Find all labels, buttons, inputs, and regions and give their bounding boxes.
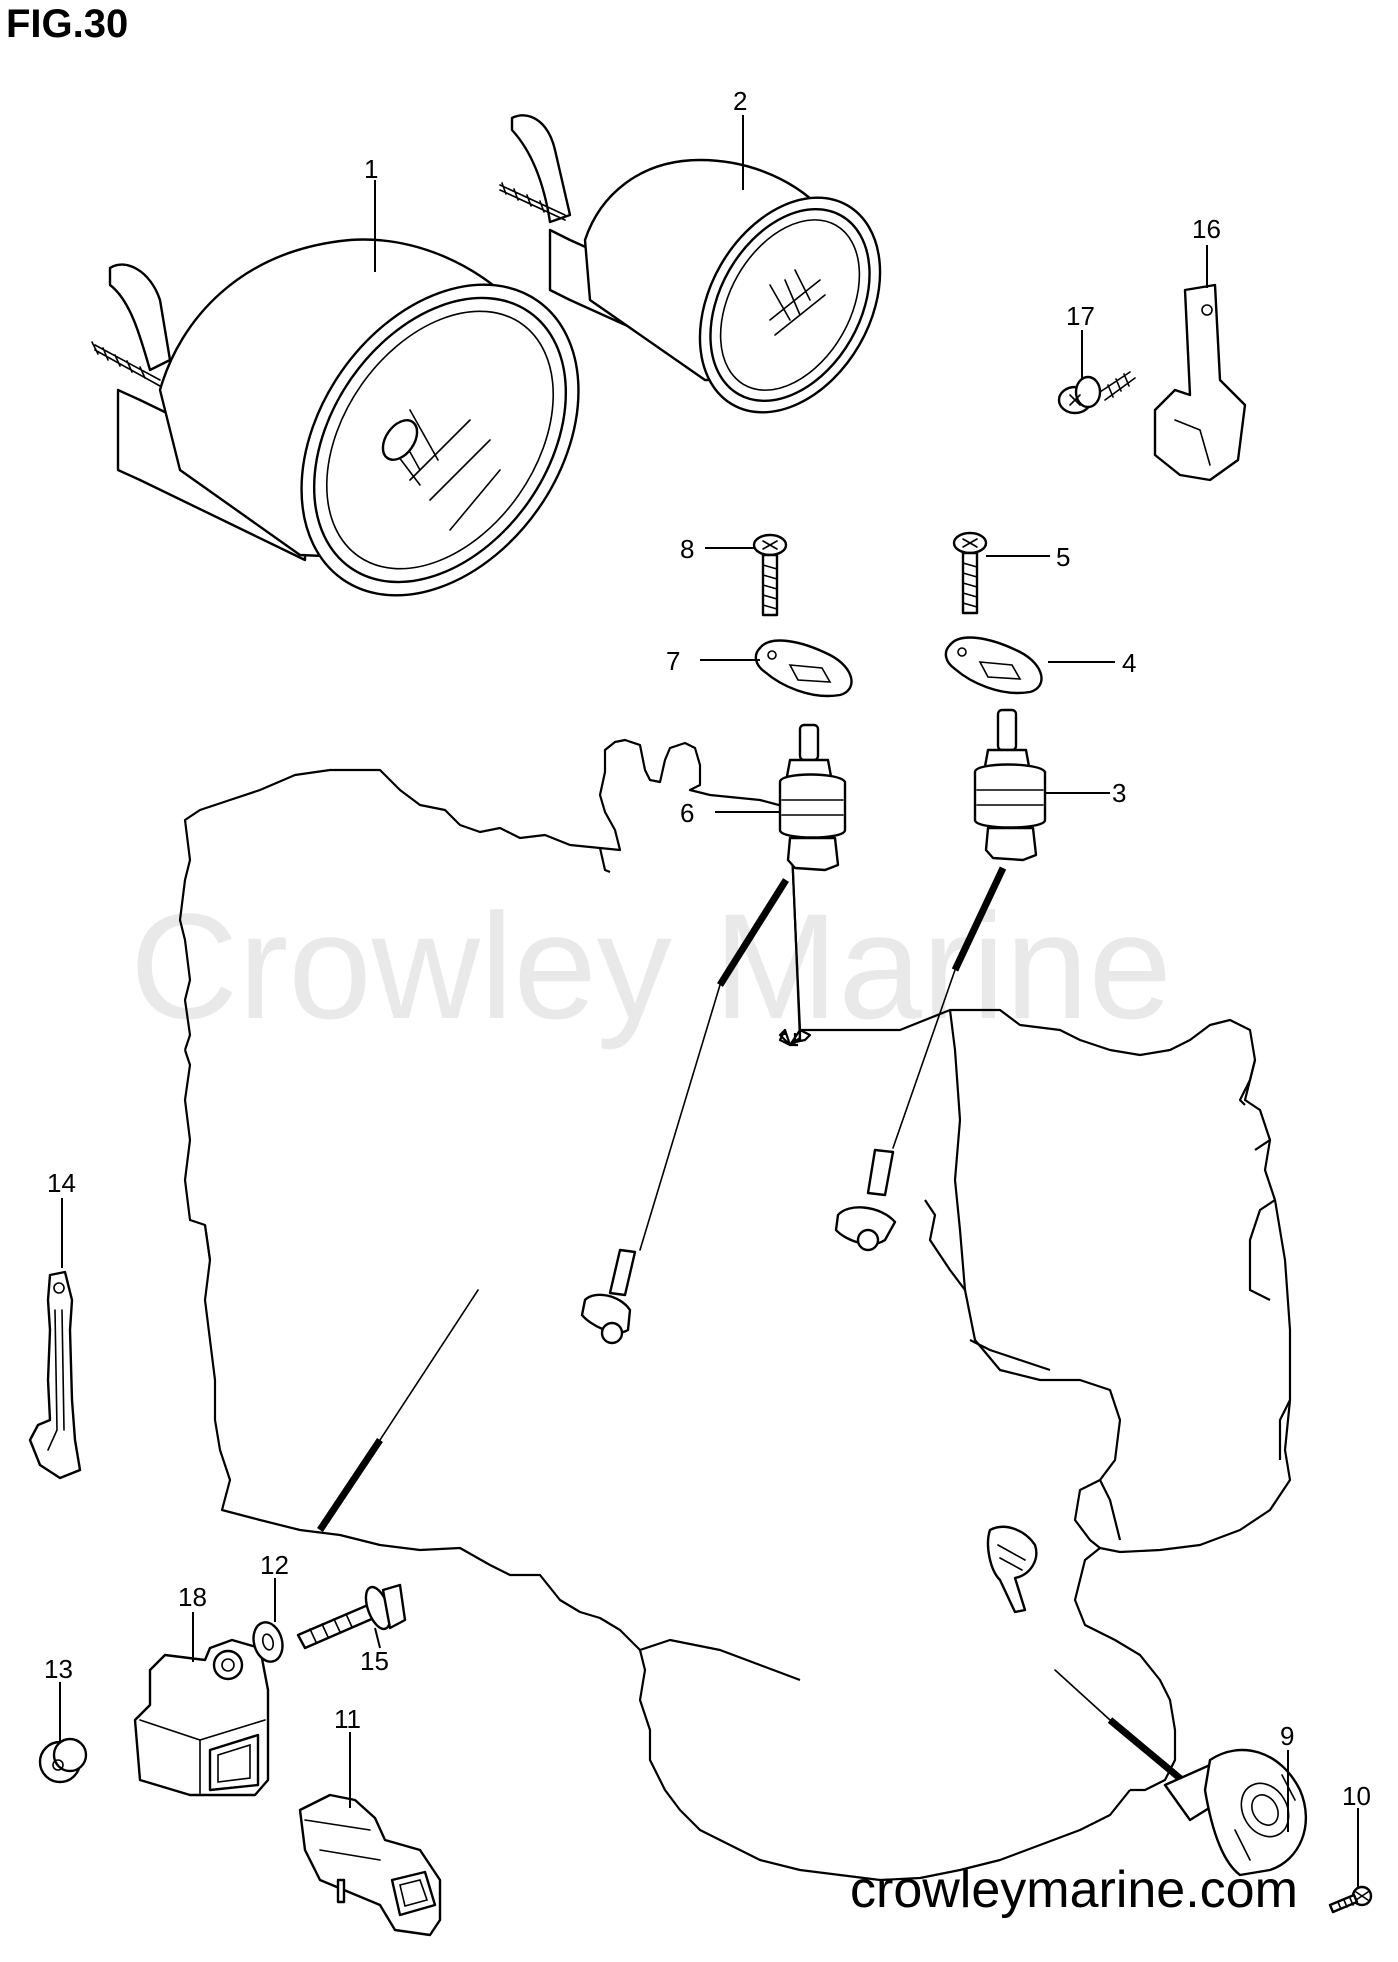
callout-15: 15	[360, 1646, 389, 1676]
callout-leaders	[59, 115, 1359, 1888]
callout-4: 4	[1122, 648, 1136, 678]
screw-part-8	[752, 533, 788, 617]
leader-lines	[317, 866, 1215, 1808]
engine-block-outline	[178, 738, 1292, 1882]
callout-13: 13	[44, 1654, 73, 1684]
callout-7: 7	[666, 646, 680, 676]
clip-part-16	[1153, 283, 1247, 482]
callout-6: 6	[680, 798, 694, 828]
callout-5: 5	[1056, 542, 1070, 572]
mounted-sensor-right	[834, 1148, 897, 1252]
callout-17: 17	[1066, 301, 1095, 331]
figure-title: FIG.30	[6, 2, 129, 46]
strap-part-14	[28, 1270, 82, 1480]
callout-9: 9	[1280, 1721, 1294, 1751]
watermark-text: Crowley Marine	[130, 882, 1172, 1050]
bracket-part-18	[133, 1638, 270, 1797]
plate-part-7	[754, 639, 853, 698]
callout-2: 2	[733, 86, 747, 116]
callout-14: 14	[47, 1168, 76, 1198]
callout-11: 11	[334, 1704, 361, 1734]
callout-10: 10	[1342, 1781, 1371, 1811]
gauge-large-part-1	[91, 238, 580, 597]
sensor-part-3	[973, 708, 1047, 862]
washer-part-12	[252, 1621, 284, 1663]
grommet-part-13	[38, 1737, 88, 1784]
sensor-part-11	[298, 1793, 442, 1937]
callout-12: 12	[260, 1550, 289, 1580]
connector-part-9	[1163, 1748, 1308, 1877]
bolt-part-15	[296, 1583, 407, 1650]
mounted-sensor-left	[580, 1248, 637, 1345]
mounted-connector	[986, 1525, 1038, 1614]
callout-3: 3	[1112, 778, 1126, 808]
callout-numbers: 1 2 3 4 5 6 7 8 9 10 11 12 13 14 15 16 1…	[44, 86, 1371, 1811]
callout-8: 8	[680, 534, 694, 564]
callout-18: 18	[178, 1582, 207, 1612]
footer-url: crowleymarine.com	[850, 1861, 1298, 1919]
plate-part-4	[944, 636, 1043, 695]
gauge-small-part-2	[499, 114, 882, 414]
screw-part-10	[1328, 1885, 1373, 1914]
screw-part-5	[952, 531, 988, 615]
sensor-part-6	[778, 723, 847, 872]
callout-16: 16	[1192, 214, 1221, 244]
callout-1: 1	[364, 154, 378, 184]
bolt-part-17	[1057, 371, 1136, 415]
